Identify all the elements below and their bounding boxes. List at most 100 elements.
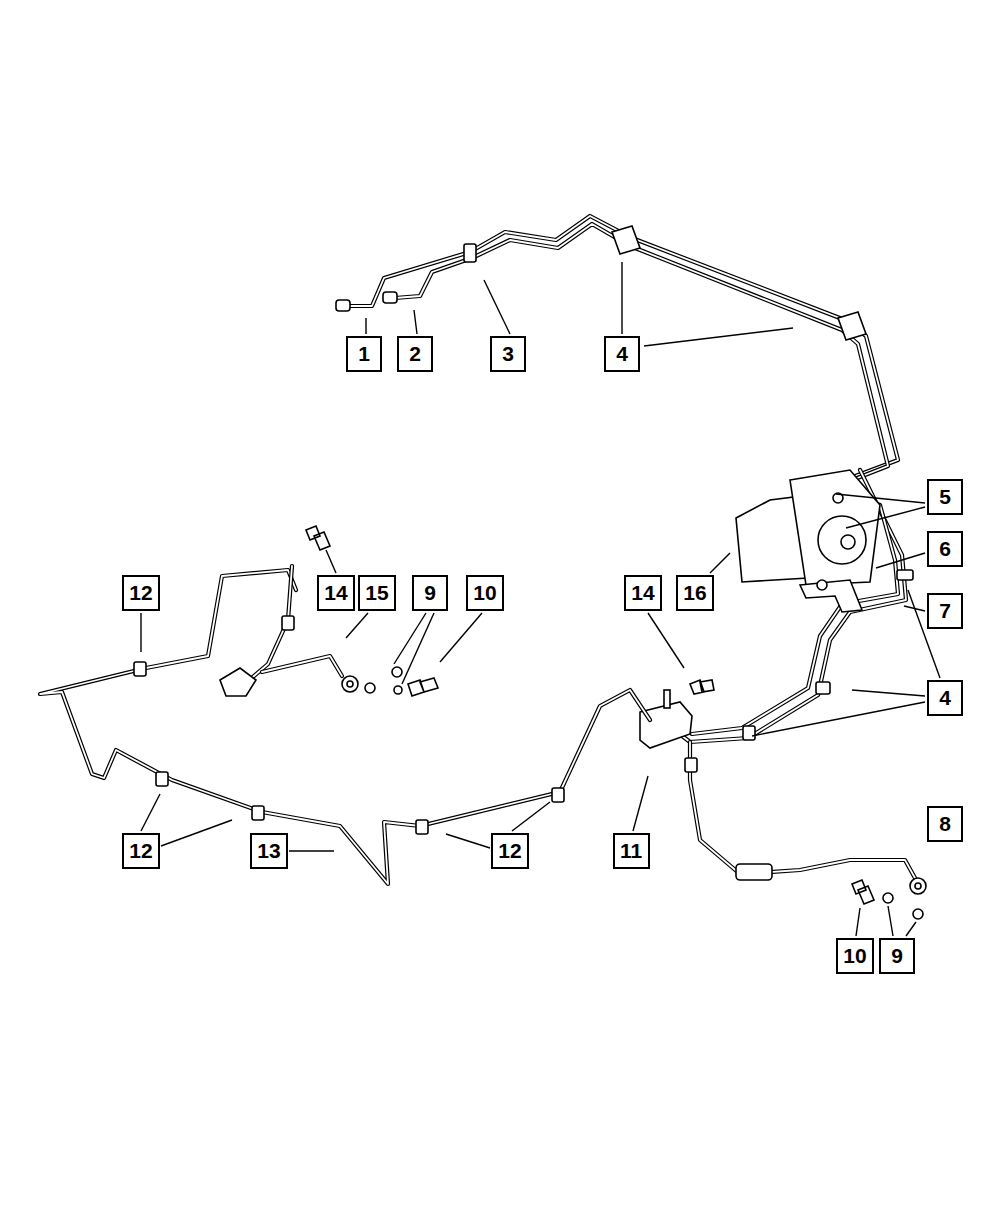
tube-fitting — [383, 292, 397, 303]
leader-line — [140, 613, 141, 652]
brake-tube — [262, 656, 342, 676]
callout-box: 12 — [122, 575, 160, 611]
callout-box: 8 — [927, 806, 963, 842]
callout-number: 6 — [939, 537, 951, 561]
tube-clip — [252, 806, 264, 820]
callout-box: 1 — [346, 336, 382, 372]
brake-tube — [664, 470, 906, 742]
tube-clip — [552, 788, 564, 802]
tube-clip — [156, 772, 168, 786]
callout-box: 12 — [122, 833, 160, 869]
leader-line — [326, 550, 336, 573]
tube-clip — [816, 682, 830, 694]
callout-box: 9 — [879, 938, 915, 974]
leader-line — [141, 794, 160, 831]
tube-core — [40, 570, 650, 884]
callout-box: 3 — [490, 336, 526, 372]
callout-number: 10 — [473, 581, 496, 605]
junction-block — [640, 702, 692, 748]
callout-box: 13 — [250, 833, 288, 869]
tube-clip — [743, 726, 755, 740]
tube-core — [395, 224, 888, 500]
leader-line — [633, 776, 648, 831]
leader-line — [346, 613, 368, 638]
tube-core — [690, 742, 915, 878]
tube-clip — [464, 244, 476, 262]
callout-box: 14 — [317, 575, 355, 611]
abs-bracket — [800, 580, 862, 612]
leader-line — [414, 310, 417, 334]
leader-line — [621, 262, 622, 334]
callout-number: 12 — [498, 839, 521, 863]
callout-box: 16 — [676, 575, 714, 611]
abs-motor — [818, 516, 866, 564]
leader-line — [846, 507, 925, 528]
tube-clip — [897, 570, 913, 580]
callout-number: 12 — [129, 581, 152, 605]
junction-stud — [664, 690, 670, 708]
washer — [913, 909, 923, 919]
callout-number: 10 — [843, 944, 866, 968]
leader-line — [512, 802, 550, 831]
washer — [365, 683, 375, 693]
tube-core — [262, 656, 342, 676]
callout-box: 10 — [836, 938, 874, 974]
callout-number: 2 — [409, 342, 421, 366]
washer — [392, 667, 402, 677]
abs-module-block — [790, 470, 880, 585]
brake-tube — [350, 216, 898, 492]
hose-bracket — [220, 668, 256, 696]
leader-line — [710, 553, 730, 573]
callout-number: 4 — [939, 686, 951, 710]
callout-box: 15 — [358, 575, 396, 611]
callout-number: 4 — [616, 342, 628, 366]
leader-line — [648, 613, 684, 668]
tube-clip — [416, 820, 428, 834]
leader-line — [394, 613, 426, 664]
leader-line — [440, 613, 482, 662]
brake-tube — [40, 570, 650, 884]
leader-line — [365, 318, 366, 334]
callout-number: 9 — [424, 581, 436, 605]
leader-line — [856, 908, 860, 936]
bolt — [306, 526, 330, 550]
bolt — [408, 678, 438, 696]
leader-line — [161, 820, 232, 846]
callout-number: 16 — [683, 581, 706, 605]
callout-number: 15 — [365, 581, 388, 605]
bolt — [852, 880, 874, 904]
abs-mount-hole — [817, 580, 827, 590]
callout-number: 12 — [129, 839, 152, 863]
washer — [883, 893, 893, 903]
callout-box: 2 — [397, 336, 433, 372]
leader-line — [852, 690, 925, 696]
leader-line — [644, 328, 793, 346]
leader-line — [402, 613, 434, 684]
leader-line — [836, 494, 925, 503]
leader-line — [876, 553, 925, 568]
callout-box: 6 — [927, 531, 963, 567]
callout-box: 10 — [466, 575, 504, 611]
bolt — [690, 680, 714, 694]
hose-clip — [685, 758, 697, 772]
brake-tube — [395, 224, 888, 500]
tube-core — [350, 216, 898, 492]
leader-line — [446, 834, 490, 848]
callout-box: 5 — [927, 479, 963, 515]
callout-box: 4 — [604, 336, 640, 372]
leader-line — [906, 922, 916, 936]
callout-number: 13 — [257, 839, 280, 863]
tube-bracket — [612, 226, 640, 254]
banjo-eyelet-hole — [347, 681, 353, 687]
hose-ferrule — [736, 864, 772, 880]
callout-number: 11 — [620, 839, 642, 863]
callout-box: 11 — [613, 833, 650, 869]
tube-fitting — [336, 300, 350, 311]
callout-number: 9 — [891, 944, 903, 968]
leader-line — [289, 850, 334, 851]
callout-number: 8 — [939, 812, 951, 836]
banjo-eyelet — [342, 676, 358, 692]
banjo-eyelet-hole — [915, 883, 921, 889]
washer — [394, 686, 402, 694]
callout-box: 9 — [412, 575, 448, 611]
